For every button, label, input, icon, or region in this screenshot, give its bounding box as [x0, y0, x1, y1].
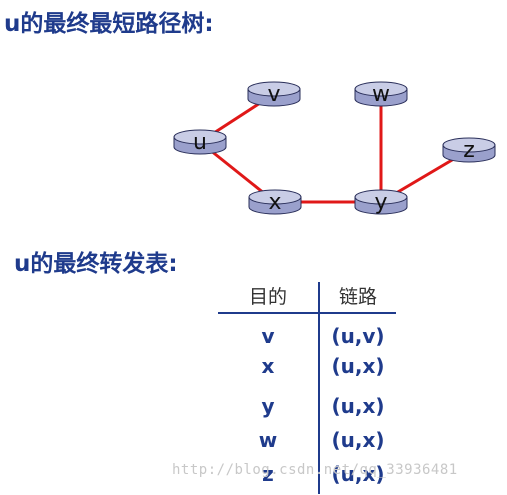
row-destination: y [261, 394, 275, 418]
forwarding-table: 目的 链路 v (u,v) x (u,x) y (u,x) w (u,x) z … [218, 278, 396, 495]
column-header-destination: 目的 [248, 286, 287, 308]
router-label: x [268, 190, 281, 215]
tree-title: u的最终最短路径树: [4, 11, 214, 37]
row-link: (u,x) [331, 462, 385, 486]
router-node-v: v [247, 81, 301, 107]
router-top [442, 137, 496, 153]
shortest-path-tree-diagram: u v w x y z [173, 81, 496, 215]
router-top [354, 189, 408, 205]
router-node-z: z [442, 137, 496, 163]
column-divider [318, 282, 320, 494]
router-label: u [193, 130, 207, 155]
router-label: v [267, 82, 280, 107]
tree-edges [199, 92, 470, 204]
row-destination: w [258, 428, 278, 452]
router-label: w [372, 82, 390, 107]
row-link: (u,x) [331, 354, 385, 378]
watermark-text: http://blog.csdn.net/qq_33936481 [172, 462, 458, 478]
router-node-u: u [173, 129, 227, 155]
router-label: y [374, 190, 387, 215]
router-node-y: y [354, 189, 408, 215]
header-divider [218, 312, 396, 314]
column-header-link: 链路 [338, 286, 377, 308]
row-link: (u,x) [331, 428, 385, 452]
row-destination: z [262, 462, 274, 486]
router-top [248, 189, 302, 205]
row-destination: v [261, 324, 275, 348]
row-link: (u,x) [331, 394, 385, 418]
forwarding-table-title: u的最终转发表: [14, 251, 178, 277]
row-destination: x [261, 354, 275, 378]
router-nodes: u v w x y z [173, 81, 496, 215]
router-top [173, 129, 227, 145]
router-node-w: w [354, 81, 408, 107]
router-top [247, 81, 301, 97]
router-top [354, 81, 408, 97]
router-node-x: x [248, 189, 302, 215]
router-label: z [463, 138, 475, 163]
row-link: (u,v) [331, 324, 385, 348]
